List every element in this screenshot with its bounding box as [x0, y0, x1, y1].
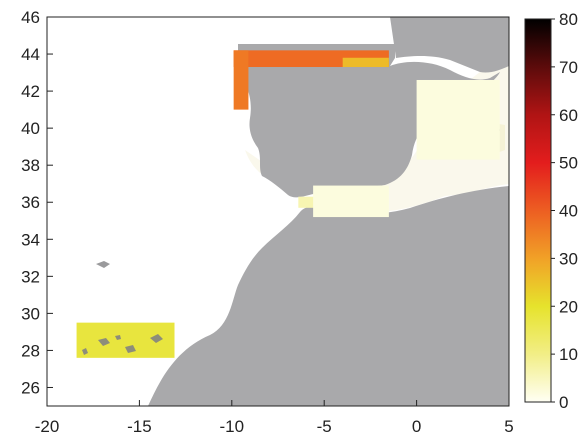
x-tick-label: -10	[220, 417, 245, 436]
patch-galicia-west	[233, 50, 249, 110]
y-tick-label: 28	[21, 341, 40, 360]
x-tick-label: -15	[127, 417, 152, 436]
x-tick-label: -5	[317, 417, 332, 436]
colorbar: 0 10 20 30 40 50 60 70 80	[524, 10, 578, 412]
plot-frame	[46, 16, 510, 407]
colorbar-gradient	[524, 18, 552, 403]
y-tick-label: 38	[21, 156, 40, 175]
colorbar-tick-label: 20	[559, 297, 578, 316]
colorbar-tick-label: 40	[559, 202, 578, 221]
patch-cantabrian-east	[342, 57, 389, 68]
y-tick-label: 44	[21, 45, 40, 64]
africa-land	[148, 186, 509, 406]
colorbar-tick-label: 80	[559, 10, 578, 29]
patch-gibraltar-strait	[298, 196, 321, 208]
y-tick-label: 30	[21, 304, 40, 323]
patch-alboran-coast	[313, 185, 389, 218]
x-axis-ticks: -20 -15 -10 -5 0 5	[35, 400, 514, 436]
map-plot-area: -20 -15 -10 -5 0 5 26 28 30 32 34 36 38 40 42 44 46	[21, 8, 514, 436]
y-tick-label: 46	[21, 8, 40, 27]
y-tick-label: 26	[21, 378, 40, 397]
y-axis-ticks: 26 28 30 32 34 36 38 40 42 44 46	[21, 8, 53, 397]
x-tick-label: 5	[504, 417, 513, 436]
y-tick-label: 36	[21, 193, 40, 212]
y-tick-label: 40	[21, 119, 40, 138]
map-content	[76, 17, 509, 406]
colorbar-tick-label: 0	[559, 393, 568, 412]
colorbar-tick-label: 50	[559, 154, 578, 173]
canary-islands-land	[82, 334, 163, 355]
y-tick-label: 32	[21, 267, 40, 286]
patch-balearic-coast	[416, 79, 500, 160]
y-tick-label: 42	[21, 82, 40, 101]
colorbar-tick-label: 10	[559, 345, 578, 364]
colorbar-tick-label: 60	[559, 106, 578, 125]
x-tick-label: -20	[35, 417, 60, 436]
fishing-effort-patches	[76, 50, 500, 358]
y-tick-label: 34	[21, 230, 40, 249]
colorbar-tick-label: 70	[559, 58, 578, 77]
colorbar-tick-label: 30	[559, 249, 578, 268]
coastal-shading-iberia	[245, 60, 509, 213]
x-tick-label: 0	[412, 417, 421, 436]
france-land	[390, 17, 509, 73]
colorbar-ticks: 0 10 20 30 40 50 60 70 80	[551, 10, 578, 412]
madeira-island	[96, 261, 110, 268]
